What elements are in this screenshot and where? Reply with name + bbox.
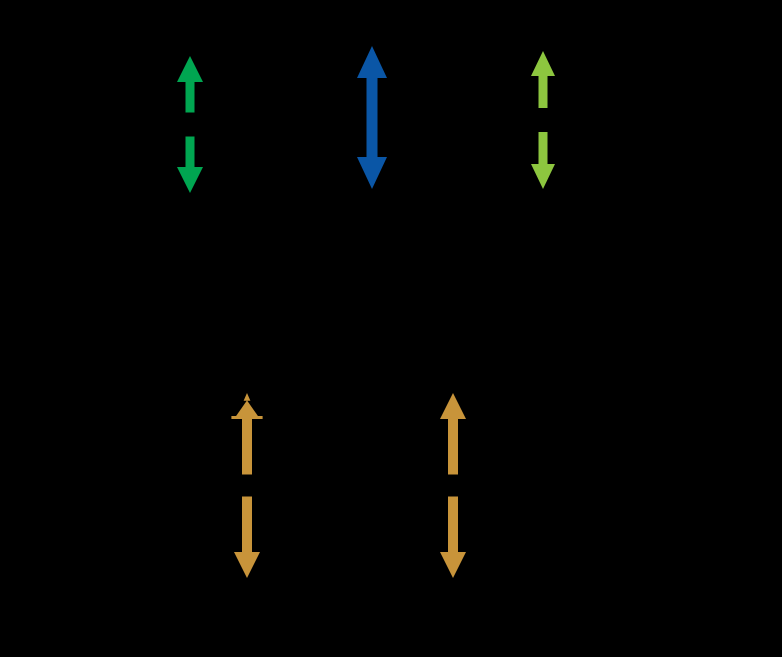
arrow-shaft-dash bbox=[538, 75, 548, 108]
arrow-tan-lower-right[interactable] bbox=[440, 393, 466, 578]
arrow-shaft bbox=[366, 77, 378, 158]
arrowhead-up-icon bbox=[231, 393, 263, 419]
arrowhead-flange bbox=[231, 416, 263, 419]
arrowhead-down-icon bbox=[440, 552, 466, 578]
arrow-shaft-dash bbox=[185, 81, 195, 113]
arrowhead-up-icon bbox=[440, 393, 466, 419]
arrow-shaft-dash bbox=[242, 496, 252, 553]
arrow-shaft-dash bbox=[448, 496, 458, 553]
arrow-shaft-dash bbox=[185, 136, 195, 168]
arrow-shaft-dash bbox=[448, 418, 458, 475]
arrowhead-down-icon bbox=[234, 552, 260, 578]
arrowhead-down-icon bbox=[177, 167, 203, 193]
arrow-lightgreen-upper-right[interactable] bbox=[531, 51, 555, 189]
arrow-green-upper-left[interactable] bbox=[177, 56, 203, 193]
arrowhead-down-icon bbox=[357, 157, 387, 189]
arrowhead-up-icon bbox=[357, 46, 387, 78]
arrow-shaft-dash bbox=[242, 418, 252, 475]
arrow-tan-lower-left[interactable] bbox=[231, 393, 263, 578]
arrowhead-down-icon bbox=[531, 164, 555, 189]
arrow-shaft-dash bbox=[538, 132, 548, 165]
arrow-blue-upper-center[interactable] bbox=[357, 46, 387, 189]
arrowhead-up-icon bbox=[177, 56, 203, 82]
arrowhead-up-icon bbox=[531, 51, 555, 76]
arrowhead-body bbox=[234, 400, 260, 419]
arrowhead-pip bbox=[243, 393, 251, 401]
